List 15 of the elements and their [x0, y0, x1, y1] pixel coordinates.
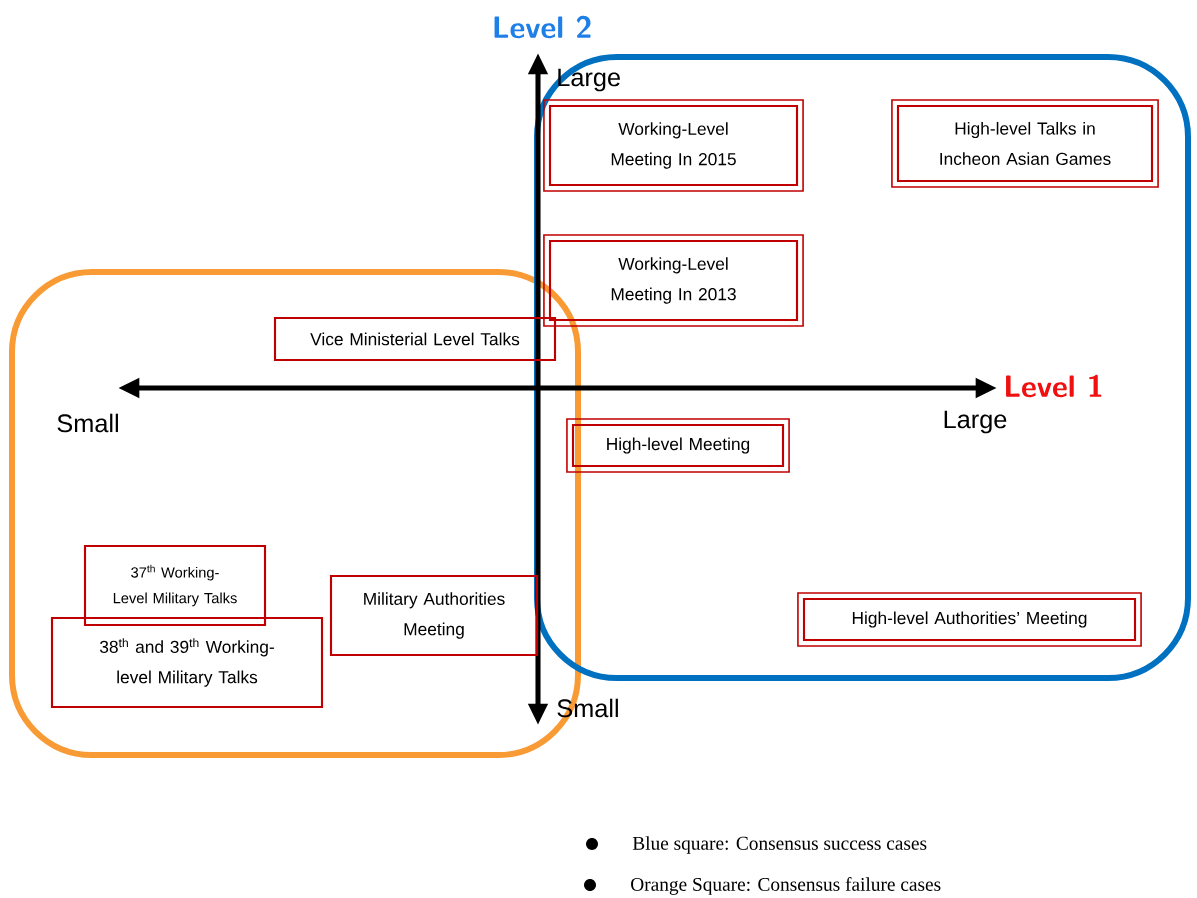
axis-label: Large: [944, 410, 1007, 434]
event-box: High-level Authorities’ Meeting: [797, 592, 1142, 647]
axis-label: Small: [57, 413, 118, 433]
event-box: High-level Meeting: [566, 418, 790, 473]
event-box: Working-Level Meeting In 2015: [543, 99, 804, 192]
axis-label: Level 1: [1006, 374, 1102, 398]
event-box: Military Authorities Meeting: [329, 574, 539, 657]
event-box: Working-Level Meeting In 2013: [543, 234, 804, 327]
event-box: 38$^{th}$ and 39$^{th}$ Working-level Military Talks: [50, 616, 324, 709]
event-box: Vice Ministerial Level Talks: [273, 316, 557, 362]
event-box: 37$^{th}$ Working-Level Military Talks: [83, 544, 267, 627]
axis-label: Level 2: [494, 15, 591, 39]
event-box: High-level Talks in Incheon Asian Games: [891, 99, 1159, 188]
axis-label: Blue square: Consensus success cases: [632, 836, 927, 854]
axis-label: Orange Square: Consensus failure cases: [631, 877, 941, 895]
